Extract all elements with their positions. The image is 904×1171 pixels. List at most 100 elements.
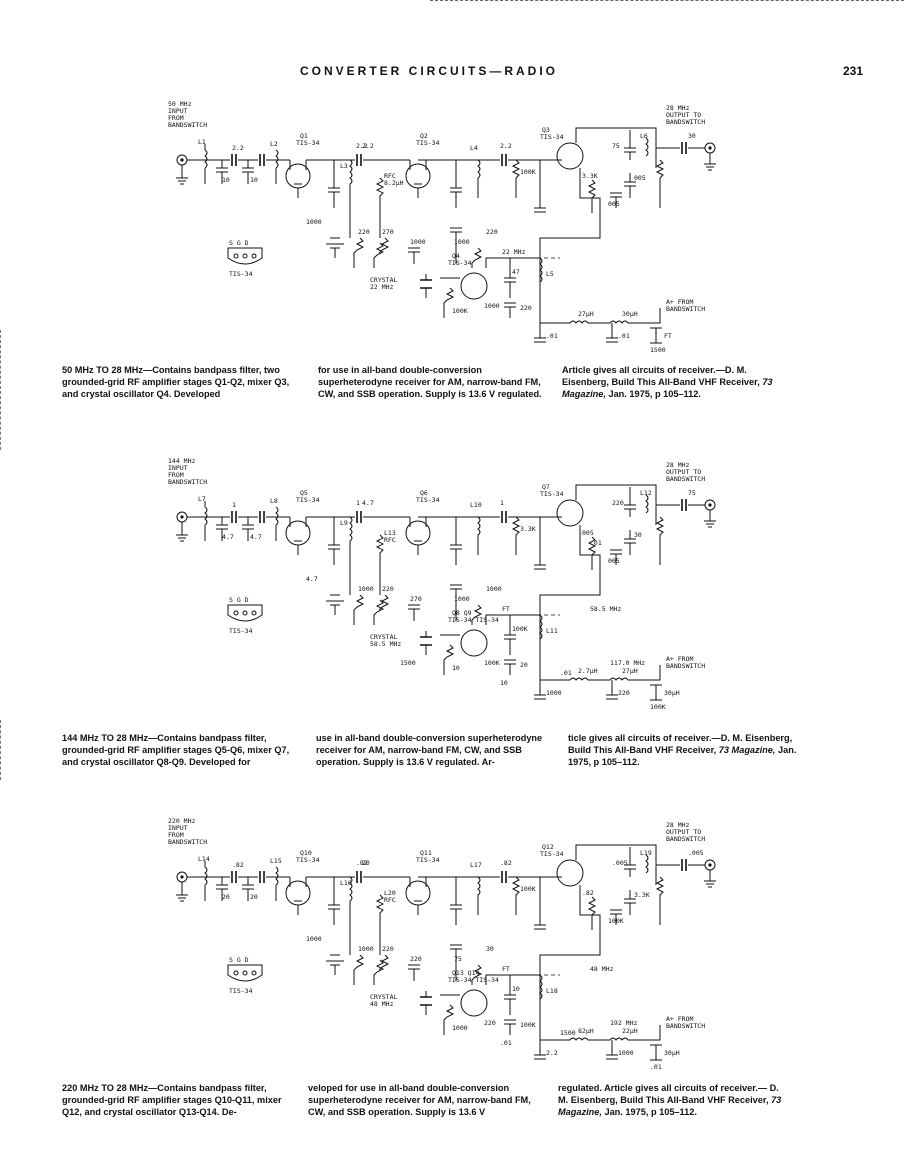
component-value: 1000: [410, 238, 426, 246]
coil-label: L18: [546, 987, 558, 995]
coil-label: L19: [640, 849, 652, 857]
schematic-label: BANDSWITCH: [168, 478, 207, 486]
schematic-label: INPUT: [168, 824, 188, 832]
figure-caption: for use in all-band double-conversion su…: [318, 365, 542, 400]
figure-caption: Article gives all circuits of receiver.—…: [562, 365, 773, 400]
schematic-wire: [420, 996, 432, 1006]
component-value: .01: [500, 1039, 512, 1047]
component-value: 220: [618, 689, 630, 697]
schematic-wire: [534, 323, 618, 343]
transistor-label: Q3: [542, 126, 550, 134]
schematic-label: OUTPUT TO: [666, 828, 701, 836]
coil-label: L3: [340, 162, 348, 170]
component-value: 005: [634, 174, 646, 182]
schematic-label: TIS-34: [416, 856, 440, 864]
schematic-wire: [275, 506, 279, 541]
supply-label: A+ FROM: [666, 1015, 693, 1023]
schematic-wire: [650, 679, 662, 701]
coil-label: 2.7µH: [578, 667, 598, 675]
input-label: 220 MHz: [168, 817, 195, 825]
schematic-wire: [349, 876, 353, 955]
component-value: 1000: [358, 945, 374, 953]
component-value: .82: [582, 889, 594, 897]
component-value: 10: [222, 176, 230, 184]
component-value: 3.3K: [634, 891, 650, 899]
coil-label: L2: [270, 140, 278, 148]
schematic-label: 58.5 MHz: [370, 640, 401, 648]
component-value: 100K: [520, 168, 536, 176]
output-label: 28 MHz: [666, 461, 690, 469]
component-value: 20: [222, 893, 230, 901]
input-label: 50 MHz: [168, 100, 192, 108]
schematic-wire: [645, 854, 649, 874]
component-value: .01: [650, 1063, 662, 1071]
component-value: 220: [484, 1019, 496, 1027]
coil-label: FT: [502, 965, 510, 973]
component-value: 4.7: [362, 499, 374, 507]
schematic-label: TIS-34: [416, 496, 440, 504]
coil-label: 30µH: [664, 689, 680, 697]
schematic-wire: [289, 877, 307, 915]
schematic-wire: [233, 970, 239, 976]
transistor-label: Q10: [300, 849, 312, 857]
pinout-label: S G D: [229, 956, 249, 964]
left-margin-dashes: [0, 330, 3, 450]
component-value: 2.2: [362, 142, 374, 150]
schematic-label: TIS-34: [296, 856, 320, 864]
component-value: 270: [382, 228, 394, 236]
component-value: 2.2: [500, 142, 512, 150]
component-value: 10: [250, 176, 258, 184]
component-value: .82: [500, 859, 512, 867]
schematic-wire: [501, 511, 507, 523]
page-title: CONVERTER CIRCUITS—RADIO: [300, 64, 559, 78]
coil-label: 117.0 MHz: [610, 659, 645, 667]
pinout-outline: [227, 964, 263, 982]
schematic-wire: [655, 159, 665, 208]
schematic-wire: [540, 665, 661, 681]
schematic-wire: [375, 534, 390, 611]
schematic-label: BANDSWITCH: [666, 1022, 705, 1030]
component-value: 1000: [546, 689, 562, 697]
coil-label: RFC: [384, 172, 396, 180]
schematic-wire: [511, 516, 521, 555]
schematic-wire: [275, 149, 279, 184]
schematic-label: TIS-34 TIS-34: [448, 616, 499, 624]
schematic-label: TIS-34: [540, 133, 564, 141]
component-value: .82: [356, 859, 368, 867]
pinout-outline: [227, 247, 263, 265]
schematic-wire: [534, 517, 546, 570]
schematic-wire: [704, 510, 716, 528]
coil-label: FT: [502, 605, 510, 613]
schematic-label: TIS-34 TIS-34: [448, 976, 499, 984]
schematic-wire: [242, 610, 248, 616]
schematic-label: 22 MHz: [370, 283, 394, 291]
schematic-wire: [540, 308, 661, 324]
component-value: 1000: [454, 595, 470, 603]
coil-label: RFC: [384, 896, 396, 904]
schematic-diagram-2: 144 MHz INPUT FROM BANDSWITCH 28 MHz OUT…: [168, 457, 716, 711]
output-label: 28 MHz: [666, 821, 690, 829]
coil-label: L16: [340, 879, 352, 887]
schematic-label: FROM: [168, 471, 184, 479]
component-value: 005: [582, 529, 594, 537]
coil-label: L7: [198, 495, 206, 503]
schematic-wire: [477, 159, 481, 198]
component-value: 100K: [650, 703, 666, 711]
figure-caption: veloped for use in all-band double-conve…: [308, 1083, 531, 1118]
component-value: 30: [634, 531, 642, 539]
component-value: .01: [546, 332, 558, 340]
schematic-wire: [176, 522, 188, 542]
component-value: 20: [362, 859, 370, 867]
component-value: 2.2: [546, 1049, 558, 1057]
schematic-wire: [440, 257, 540, 298]
schematic-wire: [251, 970, 257, 976]
schematic-wire: [180, 875, 184, 879]
coil-label: 192 MHz: [610, 1019, 637, 1027]
schematic-label: INPUT: [168, 107, 188, 115]
component-value: 100K: [608, 917, 624, 925]
schematic-wire: [349, 516, 353, 595]
coil-label: L20: [384, 889, 396, 897]
schematic-label: BANDSWITCH: [666, 662, 705, 670]
schematic-wire: [440, 614, 540, 655]
